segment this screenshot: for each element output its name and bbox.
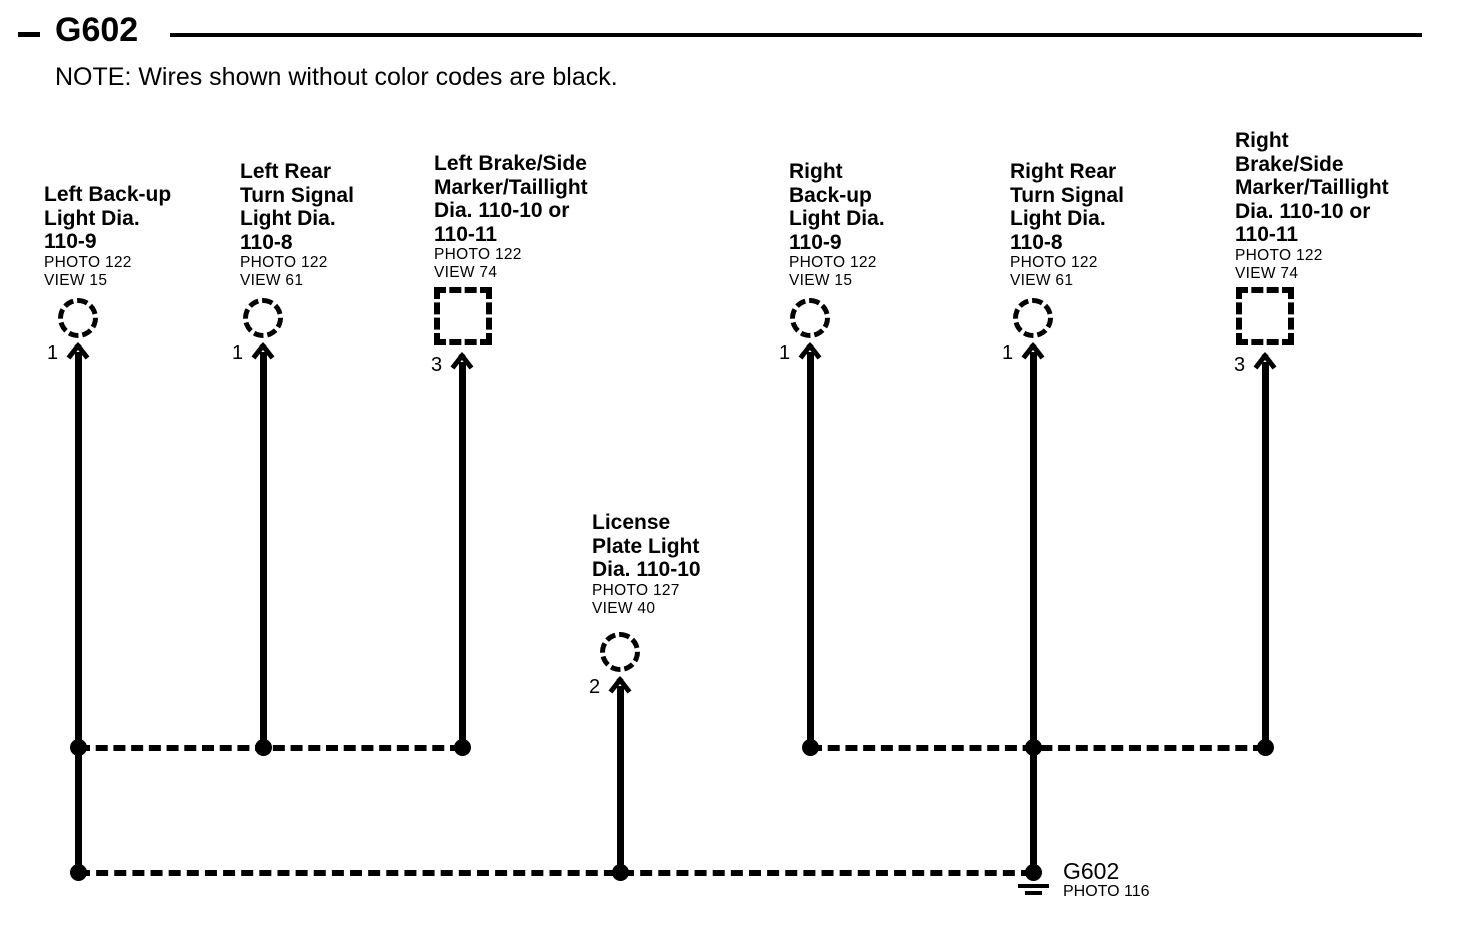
label-line: Plate Light — [592, 534, 700, 558]
label-line: 110-11 — [1235, 223, 1299, 246]
wire-right-brake-side-marker-taillight — [1262, 362, 1269, 750]
label-line: Left Brake/Side — [434, 152, 587, 175]
wire-left-rear-turn-signal — [260, 352, 267, 750]
connector-symbol-left-backup-light — [58, 298, 98, 338]
wire-left-backup-to-ground-bus — [75, 750, 82, 872]
bus-ground — [78, 870, 1033, 876]
connector-label-left-backup-light: Left Back-up Light Dia. 110-9 PHOTO 122 … — [44, 183, 171, 290]
label-photo: PHOTO 122 — [1010, 254, 1098, 271]
ground-photo: PHOTO 116 — [1063, 883, 1150, 900]
junction-node-left-backup — [70, 739, 87, 756]
label-line: Right Rear — [1010, 160, 1117, 183]
label-line: Right — [789, 160, 843, 183]
label-view: VIEW 40 — [592, 599, 656, 617]
label-line: Marker/Taillight — [1235, 176, 1389, 199]
label-photo: PHOTO 127 — [592, 581, 680, 599]
label-line: Dia. 110-10 or — [434, 199, 570, 222]
connector-symbol-right-rear-turn-signal — [1013, 298, 1053, 338]
junction-node-ground-license-plate — [612, 864, 629, 881]
label-line: Light Dia. — [240, 207, 336, 230]
label-line: License — [592, 511, 671, 534]
label-photo: PHOTO 122 — [44, 253, 132, 271]
junction-node-left-rear-turn — [255, 739, 272, 756]
label-line: Light Dia. — [44, 206, 140, 230]
pin-number-right-backup-light: 1 — [779, 342, 791, 364]
label-line: Light Dia. — [1010, 207, 1106, 230]
junction-node-right-backup — [802, 739, 819, 756]
label-line: 110-9 — [789, 230, 842, 254]
pin-number-right-rear-turn-signal: 1 — [1002, 342, 1014, 364]
label-line: Turn Signal — [240, 183, 354, 207]
connector-label-right-backup-light: Right Back-up Light Dia. 110-9 PHOTO 122… — [789, 160, 885, 290]
wire-left-backup-light — [75, 352, 82, 750]
label-line: Light Dia. — [789, 207, 885, 230]
connector-symbol-right-backup-light — [790, 298, 830, 338]
label-view: VIEW 74 — [434, 264, 498, 281]
label-line: Turn Signal — [1010, 183, 1124, 207]
pin-number-left-brake-side-marker-taillight: 3 — [431, 354, 443, 376]
connector-symbol-left-brake-side-marker-taillight — [434, 287, 492, 345]
label-photo: PHOTO 122 — [434, 246, 522, 263]
label-view: VIEW 61 — [240, 272, 304, 289]
ground-node-g602 — [1025, 864, 1042, 881]
label-line: 110-8 — [240, 230, 293, 254]
label-line: 110-11 — [434, 222, 498, 246]
wire-license-plate-light — [617, 686, 624, 872]
label-line: Left Rear — [240, 160, 332, 183]
page-title: G602 — [55, 11, 139, 49]
note-text: NOTE: Wires shown without color codes ar… — [55, 63, 618, 91]
label-photo: PHOTO 122 — [1235, 246, 1323, 264]
label-line: Marker/Taillight — [434, 175, 588, 199]
junction-node-right-rear-turn — [1025, 739, 1042, 756]
connector-label-license-plate-light: License Plate Light Dia. 110-10 PHOTO 12… — [592, 511, 701, 618]
label-view: VIEW 61 — [1010, 272, 1074, 289]
ground-symbol-icon-lower — [1025, 891, 1042, 895]
connector-label-right-rear-turn-signal: Right Rear Turn Signal Light Dia. 110-8 … — [1010, 160, 1124, 290]
label-photo: PHOTO 122 — [789, 254, 877, 271]
junction-node-ground-left — [70, 864, 87, 881]
pin-number-left-backup-light: 1 — [47, 342, 59, 364]
connector-symbol-right-brake-side-marker-taillight — [1236, 287, 1294, 345]
ground-label: G602 — [1063, 858, 1120, 884]
pin-number-license-plate-light: 2 — [589, 676, 601, 698]
connector-symbol-license-plate-light — [600, 632, 640, 672]
label-view: VIEW 15 — [44, 271, 108, 289]
pin-number-left-rear-turn-signal: 1 — [232, 342, 244, 364]
label-line: Back-up — [789, 183, 872, 207]
header-rule — [170, 33, 1422, 37]
connector-label-right-brake-side-marker-taillight: Right Brake/Side Marker/Taillight Dia. 1… — [1235, 129, 1389, 283]
connector-label-left-rear-turn-signal: Left Rear Turn Signal Light Dia. 110-8 P… — [240, 160, 354, 290]
label-view: VIEW 74 — [1235, 264, 1299, 282]
connector-symbol-left-rear-turn-signal — [243, 298, 283, 338]
label-photo: PHOTO 122 — [240, 254, 328, 271]
label-line: Left Back-up — [44, 183, 172, 206]
wire-left-brake-side-marker-taillight — [459, 362, 466, 750]
connector-label-left-brake-side-marker-taillight: Left Brake/Side Marker/Taillight Dia. 11… — [434, 152, 588, 282]
label-line: 110-8 — [1010, 230, 1063, 254]
label-view: VIEW 15 — [789, 272, 853, 289]
label-line: Right — [1235, 129, 1289, 152]
header-dash-icon — [18, 32, 40, 37]
ground-symbol-icon — [1018, 884, 1049, 888]
pin-number-right-brake-side-marker-taillight: 3 — [1234, 354, 1246, 376]
label-line: 110-9 — [44, 230, 97, 253]
wire-right-rear-turn-signal — [1030, 352, 1037, 750]
label-line: Brake/Side — [1235, 152, 1344, 176]
label-line: Dia. 110-10 — [592, 558, 701, 581]
junction-node-right-brake — [1257, 739, 1274, 756]
wire-right-rear-turn-signal-to-ground — [1030, 750, 1037, 872]
wire-right-backup-light — [807, 352, 814, 750]
label-line: Dia. 110-10 or — [1235, 199, 1371, 223]
junction-node-left-brake — [454, 739, 471, 756]
